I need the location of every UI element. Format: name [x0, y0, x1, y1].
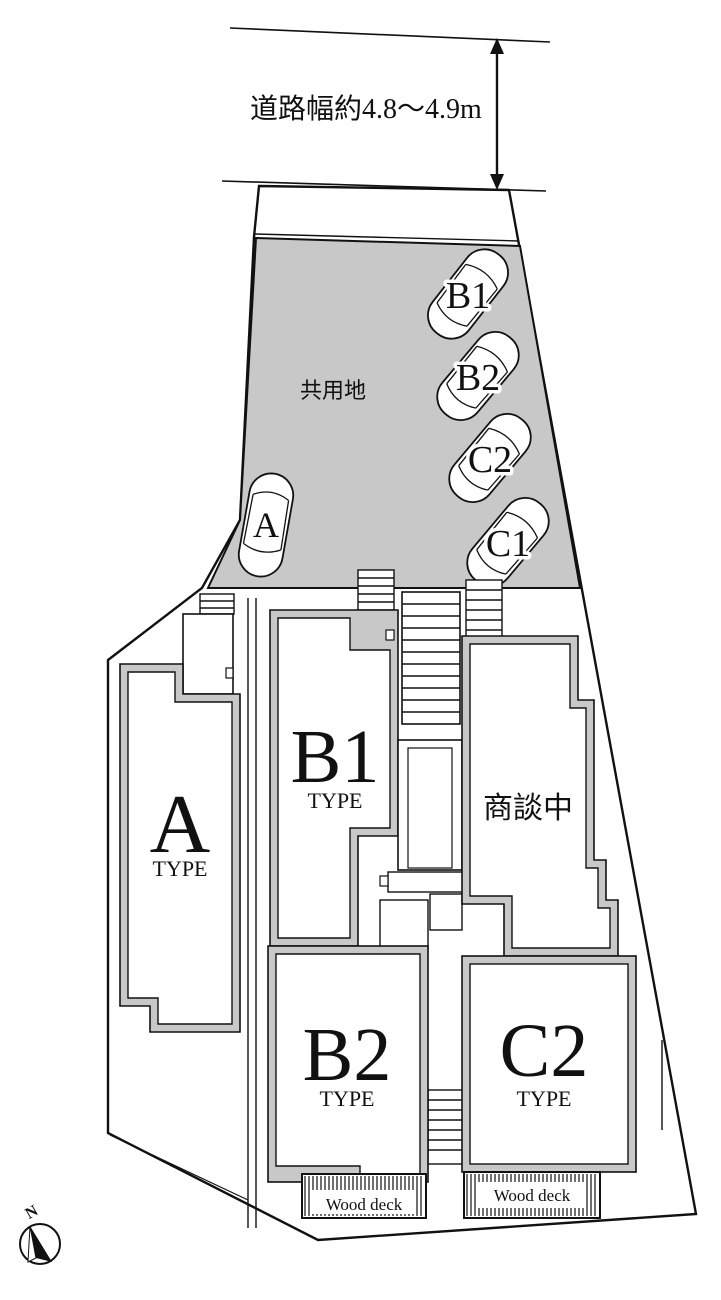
unit-c1-status: 商談中	[483, 791, 573, 826]
compass-north-letter: N	[23, 1202, 42, 1223]
parking-label-b1: B1	[446, 275, 490, 317]
unit-b1-name: B1	[291, 715, 380, 799]
road-width-arrow	[490, 38, 504, 190]
unit-b2[interactable]: B2 TYPE	[267, 945, 429, 1183]
parking-label-c2: C2	[468, 439, 512, 481]
unit-c2[interactable]: C2 TYPE	[461, 955, 637, 1173]
site-boundary	[106, 184, 698, 1242]
stair-center	[401, 591, 461, 725]
unit-a-name: A	[150, 778, 211, 871]
wood-deck-left-label: Wood deck	[326, 1195, 403, 1214]
parking-car-a[interactable]: A	[235, 470, 296, 580]
unit-c2-name: C2	[500, 1009, 589, 1093]
parking-label-c1: C1	[486, 523, 530, 565]
unit-b1[interactable]: B1 TYPE	[269, 609, 399, 947]
unit-b2-type: TYPE	[320, 1086, 375, 1111]
wood-deck-left: Wood deck	[301, 1173, 427, 1219]
stair-b1-entry	[357, 569, 395, 611]
road-edge-north	[229, 27, 551, 43]
stair-a-entry	[199, 593, 235, 615]
wood-deck-right-label: Wood deck	[494, 1186, 571, 1205]
parking-label-b2: B2	[456, 357, 500, 399]
unit-b2-name: B2	[303, 1013, 392, 1097]
wood-deck-right: Wood deck	[463, 1171, 601, 1219]
unit-a[interactable]: A TYPE	[119, 613, 241, 1033]
north-compass-icon: N	[19, 1202, 61, 1265]
parking-car-b1[interactable]: B1	[414, 237, 523, 353]
unit-a-type: TYPE	[153, 856, 208, 881]
unit-c2-type: TYPE	[517, 1086, 572, 1111]
parking-label-a: A	[253, 505, 279, 545]
road: 道路幅約4.8〜4.9m	[221, 27, 551, 192]
road-width-label: 道路幅約4.8〜4.9m	[250, 93, 482, 125]
parking-car-c2[interactable]: C2	[435, 401, 546, 517]
parking-car-b2[interactable]: B2	[423, 319, 534, 435]
unit-b1-type: TYPE	[308, 788, 363, 813]
common-area-label: 共用地	[300, 379, 366, 404]
unit-c1[interactable]: 商談中	[461, 635, 619, 957]
